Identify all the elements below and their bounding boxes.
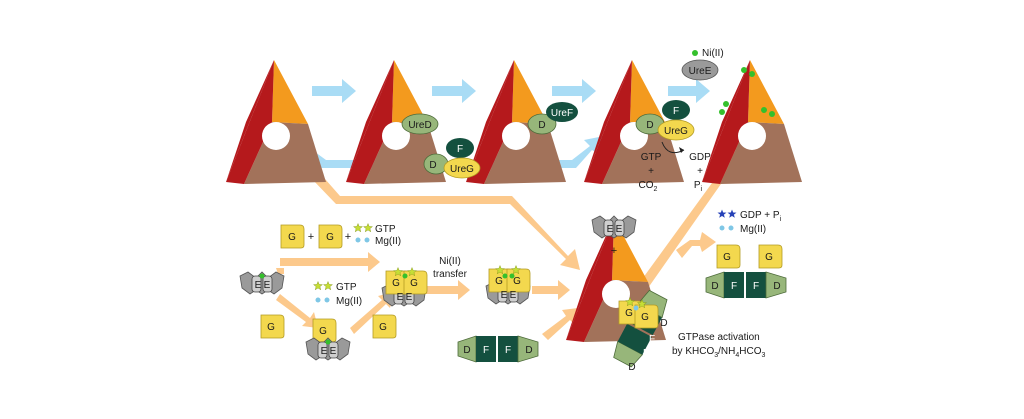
svg-text:E: E bbox=[510, 290, 517, 301]
svg-text:+: + bbox=[611, 245, 617, 257]
svg-text:GTP: GTP bbox=[336, 282, 357, 293]
svg-text:E: E bbox=[607, 224, 614, 235]
urease-dfg-complex: G G F F D D bbox=[566, 218, 668, 373]
svg-text:F: F bbox=[731, 281, 737, 292]
urease-active bbox=[702, 60, 802, 184]
gtp-hydrolysis: GTP + CO2 GDP + Pi bbox=[639, 152, 712, 193]
gtp-mg-added: GTP Mg(II) bbox=[313, 281, 362, 307]
d-label: D bbox=[538, 120, 545, 131]
svg-text:F: F bbox=[673, 106, 679, 117]
svg-text:G: G bbox=[495, 276, 503, 287]
svg-text:F: F bbox=[505, 345, 511, 356]
svg-text:F: F bbox=[457, 144, 463, 155]
ureg2-uree2-complex: G G E E bbox=[381, 267, 428, 307]
svg-text:E: E bbox=[330, 346, 337, 357]
ured-uref-dimer-released: D F F D bbox=[705, 271, 787, 299]
svg-text:G: G bbox=[765, 252, 773, 263]
svg-text:E: E bbox=[406, 292, 413, 303]
svg-text:E: E bbox=[616, 224, 623, 235]
svg-text:E: E bbox=[321, 346, 328, 357]
svg-text:D: D bbox=[660, 318, 667, 329]
svg-text:G: G bbox=[641, 312, 649, 323]
urease-ured: UreD bbox=[346, 60, 446, 184]
svg-text:G: G bbox=[513, 276, 521, 287]
uref-label: UreF bbox=[551, 108, 573, 119]
svg-text:D: D bbox=[773, 281, 780, 292]
svg-text:F: F bbox=[643, 348, 649, 359]
svg-text:G: G bbox=[410, 278, 418, 289]
uree-nickel: UreE Ni(II) bbox=[681, 48, 724, 81]
ni-transfer-label: Ni(II) transfer bbox=[433, 256, 468, 280]
svg-text:UreG: UreG bbox=[450, 164, 474, 175]
svg-text:GTPase activation: GTPase activation bbox=[678, 332, 760, 343]
svg-text:F: F bbox=[753, 281, 759, 292]
svg-text:E: E bbox=[501, 290, 508, 301]
uree-label: UreE bbox=[689, 66, 712, 77]
svg-text:G: G bbox=[379, 322, 387, 333]
svg-text:GDP + Pi: GDP + Pi bbox=[740, 210, 782, 223]
svg-text:+: + bbox=[648, 166, 654, 177]
uree-released: E E + bbox=[591, 215, 637, 257]
svg-text:GTP: GTP bbox=[641, 152, 662, 163]
svg-text:G: G bbox=[288, 232, 296, 243]
svg-text:GDP: GDP bbox=[689, 152, 711, 163]
svg-text:D: D bbox=[646, 120, 653, 131]
svg-text:G: G bbox=[326, 232, 334, 243]
svg-text:by KHCO3/NH4HCO3: by KHCO3/NH4HCO3 bbox=[672, 346, 766, 359]
svg-text:D: D bbox=[525, 345, 532, 356]
ureg-monomer-right: G bbox=[372, 314, 397, 339]
urease-apo bbox=[226, 60, 326, 184]
ureg-monomers-plus-gtp: G + G + GTP Mg(II) bbox=[280, 223, 401, 249]
ureg-label: UreG bbox=[664, 126, 688, 137]
svg-text:G: G bbox=[319, 326, 327, 337]
ureg-monomer-left: G bbox=[260, 314, 285, 339]
svg-text:D: D bbox=[711, 281, 718, 292]
ured-label: UreD bbox=[408, 120, 431, 131]
gtpase-activation-caption: GTPase activation by KHCO3/NH4HCO3 bbox=[672, 332, 766, 359]
svg-text:Ni(II): Ni(II) bbox=[439, 256, 461, 267]
gtpase-products: GDP + Pi Mg(II) G G bbox=[716, 209, 783, 269]
svg-text:Pi: Pi bbox=[694, 180, 703, 193]
svg-text:+: + bbox=[697, 166, 703, 177]
svg-text:F: F bbox=[483, 345, 489, 356]
svg-text:GTP: GTP bbox=[375, 224, 396, 235]
urease-ured-uref: D UreF bbox=[466, 60, 578, 184]
svg-text:F: F bbox=[649, 334, 655, 345]
svg-text:Mg(II): Mg(II) bbox=[740, 224, 766, 235]
urease-ured-uref-ureg: D F UreG bbox=[584, 60, 695, 184]
svg-text:Mg(II): Mg(II) bbox=[375, 236, 401, 247]
svg-text:+: + bbox=[345, 231, 351, 243]
svg-text:D: D bbox=[628, 362, 635, 373]
svg-text:G: G bbox=[723, 252, 731, 263]
nickel-label: Ni(II) bbox=[702, 48, 724, 59]
uree-dimer: E E bbox=[239, 271, 285, 295]
svg-text:E: E bbox=[255, 280, 262, 291]
svg-text:D: D bbox=[463, 345, 470, 356]
svg-text:G: G bbox=[267, 322, 275, 333]
svg-text:E: E bbox=[264, 280, 271, 291]
svg-text:G: G bbox=[625, 308, 633, 319]
svg-text:+: + bbox=[308, 231, 314, 243]
svg-text:G: G bbox=[392, 278, 400, 289]
svg-text:CO2: CO2 bbox=[639, 180, 658, 193]
svg-text:Mg(II): Mg(II) bbox=[336, 296, 362, 307]
svg-text:transfer: transfer bbox=[433, 269, 468, 280]
ureg2-uree2-after-transfer: G G E E bbox=[485, 265, 531, 305]
svg-text:D: D bbox=[429, 160, 436, 171]
ureg-uree-complex: G E E bbox=[305, 318, 351, 361]
svg-text:E: E bbox=[397, 292, 404, 303]
ured-uref-ureg-complex: D F UreG bbox=[423, 138, 481, 179]
ured-uref-dimer: D F F D bbox=[457, 335, 539, 363]
